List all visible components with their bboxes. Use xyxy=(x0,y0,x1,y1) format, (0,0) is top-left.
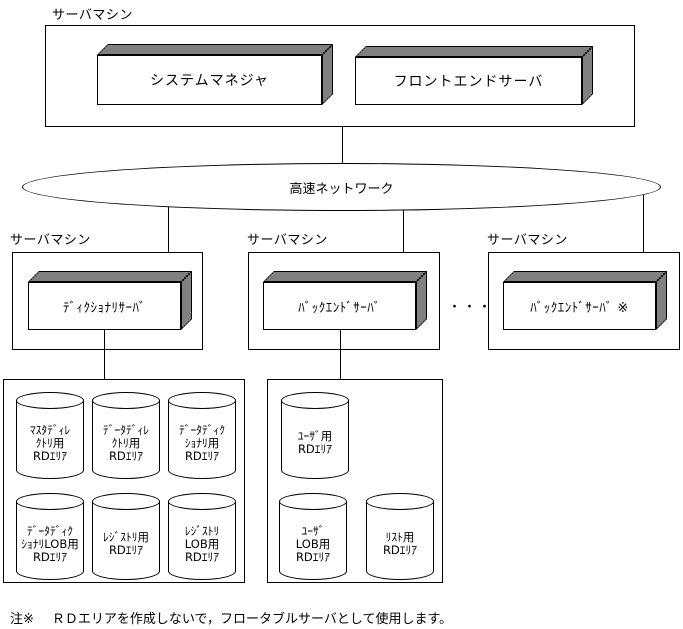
cylinder-body: ﾕｰｻﾞ LOB用 RDｴﾘｱ xyxy=(279,501,347,580)
rd-area-cylinder: ﾕｰｻﾞ LOB用 RDｴﾘｱ xyxy=(279,493,347,580)
top-machine-label: サーバマシン xyxy=(52,8,133,23)
rd-area-cylinder: ﾃﾞｰﾀﾃﾞｨｸ ｼｮﾅﾘ用 RDｴﾘｱ xyxy=(168,392,236,479)
cylinder-body: ﾃﾞｰﾀﾃﾞｨｸ ｼｮﾅﾘ用 RDｴﾘｱ xyxy=(168,400,236,479)
connector-network-left xyxy=(168,205,169,252)
cylinder-body: ﾘｽﾄ用 RDｴﾘｱ xyxy=(366,501,434,580)
connector-network-middle xyxy=(403,209,404,252)
rd-area-label: ﾕｰｻﾞ LOB用 RDｴﾘｱ xyxy=(295,523,331,564)
box-top-shading xyxy=(97,44,333,55)
back-end-server-face: ﾊﾞｯｸｴﾝﾄﾞｻｰﾊﾞ xyxy=(263,282,416,330)
connector-top-network xyxy=(342,127,343,164)
rd-area-label: ﾃﾞｰﾀﾃﾞｨｸ ｼｮﾅﾘLOB用 RDｴﾘｱ xyxy=(21,523,79,564)
cylinder-top xyxy=(168,392,236,409)
rd-area-cylinder: ﾕｰｻﾞ用 RDｴﾘｱ xyxy=(281,392,349,479)
rd-area-label: ﾚｼﾞｽﾄﾘ用 RDｴﾘｱ xyxy=(103,530,149,557)
machine-2-label: サーバマシン xyxy=(247,233,328,248)
rd-area-cylinder: ﾃﾞｰﾀﾃﾞｨﾚ ｸﾄﾘ用 RDｴﾘｱ xyxy=(92,392,160,479)
front-end-server-label: フロントエンドサーバ xyxy=(393,74,544,90)
dictionary-server-label: ﾃﾞｨｸｼｮﾅﾘｻｰﾊﾞ xyxy=(63,300,146,316)
rd-area-label: ﾚｼﾞｽﾄﾘ LOB用 RDｴﾘｱ xyxy=(184,523,220,564)
cylinder-top xyxy=(279,493,347,510)
back-end-server-2-label: ﾊﾞｯｸｴﾝﾄﾞｻｰﾊﾞ ※ xyxy=(530,300,629,316)
rd-area-cylinder: ﾃﾞｰﾀﾃﾞｨｸ ｼｮﾅﾘLOB用 RDｴﾘｱ xyxy=(16,493,84,580)
rd-area-cylinder: ﾘｽﾄ用 RDｴﾘｱ xyxy=(366,493,434,580)
cylinder-top xyxy=(16,493,84,510)
dictionary-server-face: ﾃﾞｨｸｼｮﾅﾘｻｰﾊﾞ xyxy=(28,282,181,330)
rd-area-cylinder: ﾏｽﾀﾃﾞｨﾚ ｸﾄﾘ用 RDｴﾘｱ xyxy=(16,392,84,479)
backend-storage-box: ﾕｰｻﾞ用 RDｴﾘｱ ﾕｰｻﾞ LOB用 RDｴﾘｱ ﾘｽﾄ用 RDｴﾘｱ xyxy=(267,379,443,583)
rd-area-cylinder: ﾚｼﾞｽﾄﾘ用 RDｴﾘｱ xyxy=(92,493,160,580)
connector-network-right xyxy=(643,194,644,252)
rd-area-label: ﾃﾞｰﾀﾃﾞｨｸ ｼｮﾅﾘ用 RDｴﾘｱ xyxy=(179,422,225,463)
ellipsis-dots: ・・・ xyxy=(448,300,494,315)
cylinder-body: ﾕｰｻﾞ用 RDｴﾘｱ xyxy=(281,400,349,479)
cylinder-body: ﾃﾞｰﾀﾃﾞｨｸ ｼｮﾅﾘLOB用 RDｴﾘｱ xyxy=(16,501,84,580)
network-ellipse: 高速ネットワーク xyxy=(22,163,661,211)
cylinder-top xyxy=(281,392,349,409)
footnote-mark: 注※ xyxy=(10,612,34,627)
cylinder-body: ﾚｼﾞｽﾄﾘ LOB用 RDｴﾘｱ xyxy=(168,501,236,580)
machine-1-label: サーバマシン xyxy=(10,233,91,248)
box-top-shading xyxy=(355,46,593,57)
footnote: 注※ ＲＤエリアを作成しないで，フロータブルサーバとして使用します。 xyxy=(10,608,452,627)
cylinder-top xyxy=(92,493,160,510)
network-label: 高速ネットワーク xyxy=(289,181,394,197)
cylinder-top xyxy=(92,392,160,409)
box-top-shading xyxy=(263,271,427,282)
cylinder-top xyxy=(168,493,236,510)
box-top-shading xyxy=(28,271,192,282)
rd-area-label: ﾏｽﾀﾃﾞｨﾚ ｸﾄﾘ用 RDｴﾘｱ xyxy=(29,422,71,463)
dictionary-storage-box: ﾏｽﾀﾃﾞｨﾚ ｸﾄﾘ用 RDｴﾘｱ ﾃﾞｰﾀﾃﾞｨﾚ ｸﾄﾘ用 RDｴﾘｱ ﾃ… xyxy=(3,379,245,583)
footnote-text: ＲＤエリアを作成しないで，フロータブルサーバとして使用します。 xyxy=(51,612,453,627)
back-end-server-label: ﾊﾞｯｸｴﾝﾄﾞｻｰﾊﾞ xyxy=(298,300,381,316)
front-end-server-face: フロントエンドサーバ xyxy=(355,57,582,105)
back-end-server-2-face: ﾊﾞｯｸｴﾝﾄﾞｻｰﾊﾞ ※ xyxy=(503,282,656,330)
box-top-shading xyxy=(503,271,667,282)
machine-3-label: サーバマシン xyxy=(487,233,568,248)
system-manager-face: システムマネジャ xyxy=(97,55,322,105)
rd-area-label: ﾃﾞｰﾀﾃﾞｨﾚ ｸﾄﾘ用 RDｴﾘｱ xyxy=(103,422,149,463)
system-manager-label: システムマネジャ xyxy=(150,73,269,89)
connector-backend-storage xyxy=(340,330,341,379)
cylinder-body: ﾃﾞｰﾀﾃﾞｨﾚ ｸﾄﾘ用 RDｴﾘｱ xyxy=(92,400,160,479)
cylinder-body: ﾚｼﾞｽﾄﾘ用 RDｴﾘｱ xyxy=(92,501,160,580)
rd-area-label: ﾕｰｻﾞ用 RDｴﾘｱ xyxy=(297,429,333,456)
rd-area-cylinder: ﾚｼﾞｽﾄﾘ LOB用 RDｴﾘｱ xyxy=(168,493,236,580)
rd-area-label: ﾘｽﾄ用 RDｴﾘｱ xyxy=(382,530,418,557)
cylinder-body: ﾏｽﾀﾃﾞｨﾚ ｸﾄﾘ用 RDｴﾘｱ xyxy=(16,400,84,479)
connector-dictionary-storage xyxy=(104,330,105,379)
cylinder-top xyxy=(16,392,84,409)
cylinder-top xyxy=(366,493,434,510)
